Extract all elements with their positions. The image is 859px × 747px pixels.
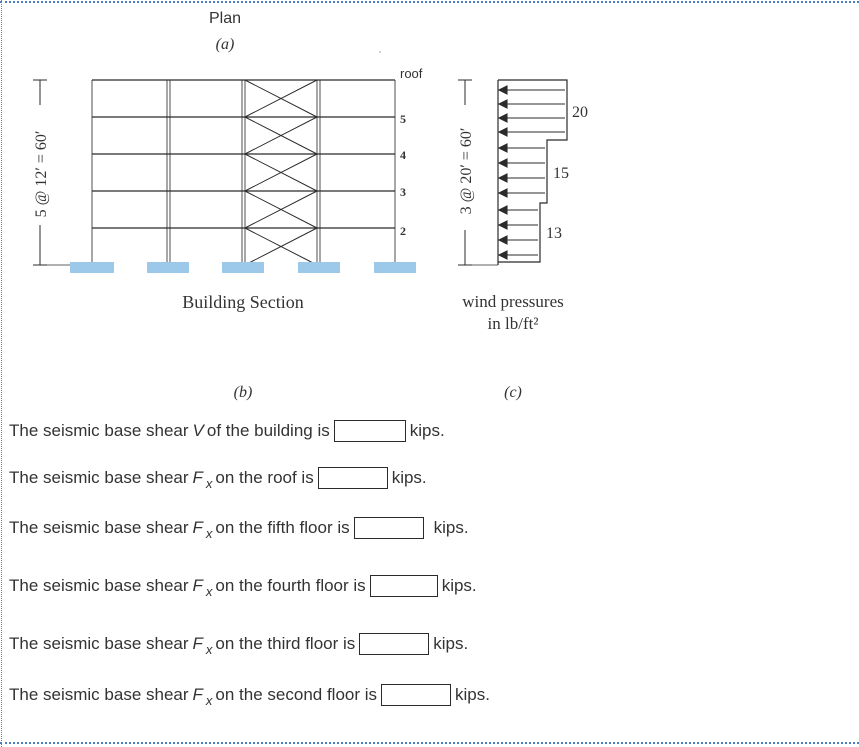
question-subscript: x bbox=[205, 583, 213, 599]
question-unit: kips. bbox=[433, 518, 469, 537]
floor-beams bbox=[92, 79, 395, 229]
plan-label: Plan bbox=[209, 10, 241, 27]
footings bbox=[70, 262, 416, 273]
height-dimension: 5 @ 12′ = 60′ bbox=[31, 79, 90, 266]
pressure-value-top: 20 bbox=[572, 104, 588, 121]
question-unit: kips. bbox=[391, 468, 427, 487]
footing-1 bbox=[70, 262, 114, 273]
question-unit: kips. bbox=[433, 634, 469, 653]
question-prefix: The seismic base shear bbox=[9, 468, 189, 487]
question-symbol: V bbox=[192, 421, 204, 440]
x-bracing bbox=[244, 79, 318, 266]
question-subscript: x bbox=[205, 525, 213, 541]
wind-pressure-diagram bbox=[497, 79, 568, 265]
question-symbol: F bbox=[192, 468, 203, 487]
answer-input-third-floor[interactable] bbox=[359, 633, 430, 655]
part-a-label: (a) bbox=[216, 36, 235, 53]
answer-input-base-shear[interactable] bbox=[333, 420, 406, 442]
pressure-values: 20 15 13 bbox=[546, 104, 588, 242]
question-prefix: The seismic base shear bbox=[9, 576, 189, 595]
question-symbol: F bbox=[192, 685, 203, 704]
question-suffix: on the roof is bbox=[215, 468, 314, 487]
question-suffix: on the fifth floor is bbox=[215, 518, 350, 537]
building-frame bbox=[91, 80, 396, 265]
floor-label-5: 5 bbox=[400, 112, 406, 126]
answer-input-fifth-floor[interactable] bbox=[353, 517, 424, 539]
part-c-label: (c) bbox=[504, 384, 522, 401]
wind-pressures-label-line1: wind pressures bbox=[462, 292, 564, 311]
answer-input-second-floor[interactable] bbox=[381, 684, 452, 706]
floor-label-roof: roof bbox=[400, 66, 423, 81]
question-prefix: The seismic base shear bbox=[9, 634, 189, 653]
pressure-value-bottom: 13 bbox=[546, 225, 562, 242]
answer-input-roof[interactable] bbox=[317, 467, 388, 489]
question-prefix: The seismic base shear bbox=[9, 518, 189, 537]
question-prefix: The seismic base shear bbox=[9, 421, 189, 440]
pressure-outline bbox=[498, 79, 568, 263]
page-border-top bbox=[0, 1, 859, 3]
question-unit: kips. bbox=[409, 421, 445, 440]
height-dimension-label: 5 @ 12′ = 60′ bbox=[33, 131, 50, 218]
wind-dimension: 3 @ 20′ = 60′ bbox=[456, 79, 498, 266]
building-section-label: Building Section bbox=[182, 292, 304, 312]
page-border-bottom bbox=[0, 742, 859, 744]
structure-figure: Plan (a) 5 @ 12′ = 60′ bbox=[31, 10, 588, 401]
footing-3 bbox=[222, 262, 264, 273]
question-symbol: F bbox=[192, 576, 203, 595]
page-border-left bbox=[1, 0, 2, 747]
question-unit: kips. bbox=[455, 685, 490, 704]
question-suffix: on the second floor is bbox=[215, 685, 378, 704]
question-subscript: x bbox=[205, 692, 213, 708]
wind-pressures-label-line2: in lb/ft² bbox=[488, 314, 539, 333]
question-subscript: x bbox=[205, 475, 213, 491]
pressure-value-middle: 15 bbox=[553, 165, 569, 182]
question-suffix: of the building is bbox=[206, 421, 330, 440]
question-unit: kips. bbox=[441, 576, 477, 595]
part-b-label: (b) bbox=[234, 384, 253, 401]
floor-label-4: 4 bbox=[400, 148, 406, 162]
floor-labels: roof 5 4 3 2 bbox=[400, 66, 423, 238]
floor-label-3: 3 bbox=[400, 185, 406, 199]
question-base-shear: The seismic base shear V of the building… bbox=[9, 420, 445, 442]
wind-arrows bbox=[497, 85, 565, 260]
wind-dimension-label: 3 @ 20′ = 60′ bbox=[458, 128, 475, 215]
question-symbol: F bbox=[192, 634, 203, 653]
footing-4 bbox=[298, 262, 340, 273]
answer-input-fourth-floor[interactable] bbox=[369, 575, 438, 597]
footing-2 bbox=[147, 262, 189, 273]
stray-dot bbox=[379, 51, 381, 53]
question-prefix: The seismic base shear bbox=[9, 685, 189, 704]
question-subscript: x bbox=[205, 641, 213, 657]
footing-5 bbox=[374, 262, 416, 273]
question-suffix: on the third floor is bbox=[215, 634, 356, 653]
question-suffix: on the fourth floor is bbox=[215, 576, 366, 595]
floor-label-2: 2 bbox=[400, 224, 406, 238]
question-symbol: F bbox=[192, 518, 203, 537]
